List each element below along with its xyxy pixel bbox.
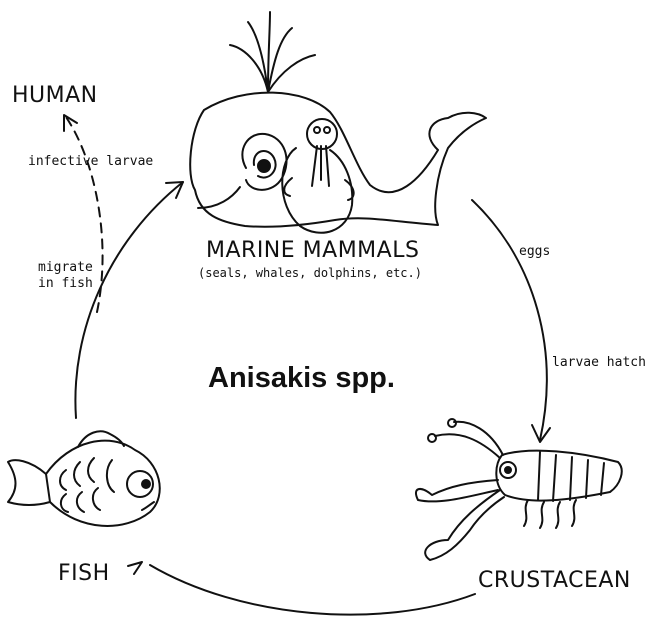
- whale-body: [190, 93, 486, 227]
- arrow-crustacean-to-fish: [150, 565, 475, 615]
- host-human-label: HUMAN: [12, 83, 98, 108]
- marine-mammals-examples: (seals, whales, dolphins, etc.): [198, 266, 422, 280]
- fish-tail: [8, 460, 50, 505]
- whale-mouth: [198, 187, 240, 208]
- fish-scales: [60, 458, 114, 512]
- host-fish-label: FISH: [58, 561, 110, 586]
- antenna-tip-1: [428, 434, 436, 442]
- crustacean-antennae: [435, 422, 503, 458]
- host-crustacean-label: CRUSTACEAN: [478, 568, 631, 593]
- host-marine-mammals-label: MARINE MAMMALS: [206, 238, 419, 263]
- whale-eye-pupil: [258, 160, 270, 172]
- arrow-fish-to-mammals: [75, 182, 183, 418]
- walrus-head: [307, 119, 337, 149]
- crustacean-segments: [538, 452, 604, 501]
- fish-illustration: [8, 431, 160, 526]
- crustacean-claws: [416, 480, 504, 560]
- walrus-eye-left: [314, 127, 320, 133]
- step-migrate-line2: in fish: [38, 276, 93, 292]
- arrowhead-fish: [128, 562, 142, 574]
- step-infective-larvae-label: infective larvae: [28, 154, 153, 170]
- arrow-mammals-to-crustacean: [472, 200, 547, 440]
- crustacean-illustration: [416, 419, 622, 560]
- antenna-tip-2: [448, 419, 456, 427]
- step-eggs-label: eggs: [519, 244, 550, 260]
- walrus-flippers: [284, 178, 353, 200]
- crustacean-pupil: [505, 467, 511, 473]
- diagram-title: Anisakis spp.: [208, 362, 395, 395]
- step-larvae-hatch-label: larvae hatch: [552, 355, 646, 371]
- walrus-eye-right: [324, 127, 330, 133]
- whale-spout: [230, 12, 315, 92]
- whale-illustration: [190, 12, 486, 233]
- fish-pupil: [142, 480, 150, 488]
- step-migrate-line1: migrate: [38, 260, 93, 276]
- walrus-tusks: [312, 146, 329, 186]
- crustacean-legs: [524, 500, 576, 528]
